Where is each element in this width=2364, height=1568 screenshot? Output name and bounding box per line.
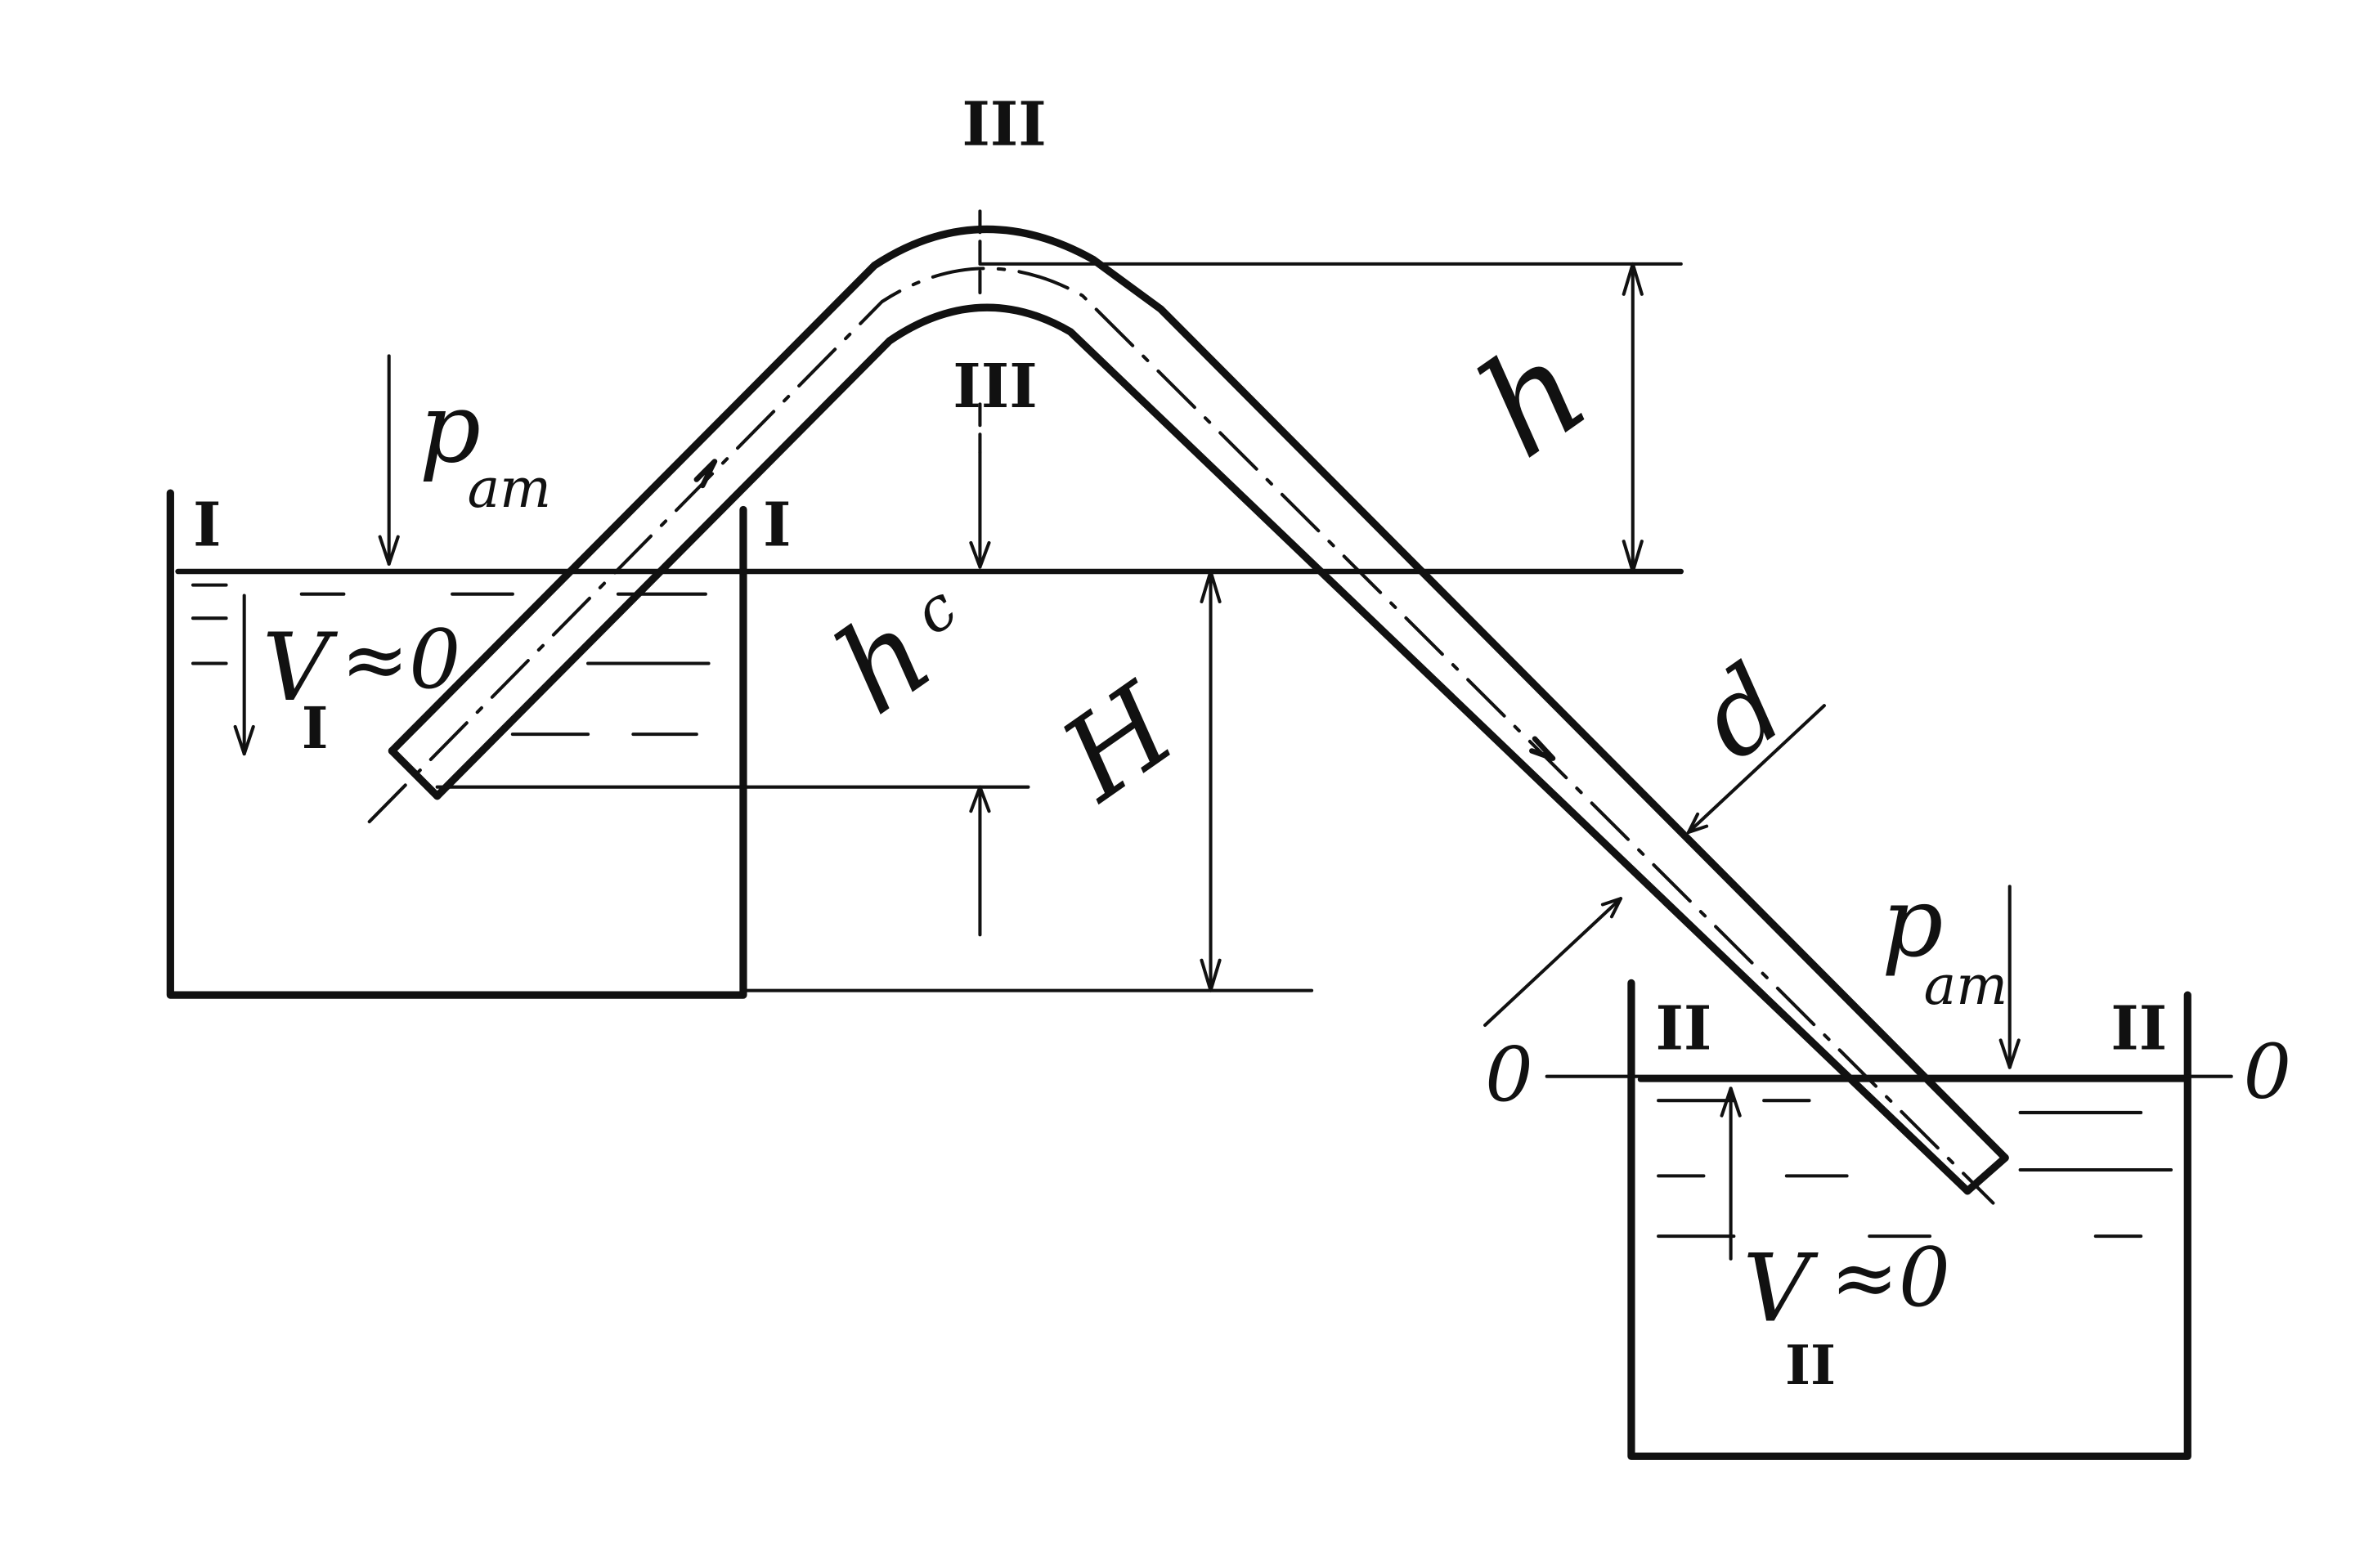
dimension-H bbox=[741, 570, 1314, 992]
siphon-pipe bbox=[367, 225, 2009, 1205]
label-section-3-top: III bbox=[962, 89, 1047, 159]
left-tank-walls bbox=[166, 489, 747, 999]
dimension-h bbox=[978, 262, 1683, 574]
flow-arrow-down bbox=[1529, 736, 1556, 761]
flow-arrow-up bbox=[693, 459, 718, 489]
v1-arrow bbox=[233, 594, 255, 756]
right-reservoir bbox=[1545, 979, 2233, 1460]
label-v2-approx: ≈0 bbox=[1830, 1231, 1950, 1325]
section-3-axis bbox=[969, 209, 991, 937]
pipe-outer-wall bbox=[388, 225, 2009, 1162]
right-tank-walls bbox=[1627, 979, 2191, 1460]
label-section-1-right: I bbox=[763, 491, 792, 561]
label-p-atm-left-sub: am bbox=[468, 456, 552, 520]
p-atm-arrow-left bbox=[378, 354, 400, 566]
label-section-2-right: II bbox=[2111, 994, 2167, 1064]
v2-arrow bbox=[1720, 1086, 1742, 1261]
label-head-H: H bbox=[1038, 659, 1200, 828]
pipe-centerline bbox=[367, 267, 1995, 1205]
label-section-2-left: II bbox=[1655, 994, 1711, 1064]
label-datum-right: 0 bbox=[2244, 1028, 2292, 1116]
p-atm-arrow-right bbox=[1998, 885, 2021, 1069]
label-diameter-d: d bbox=[1678, 642, 1807, 785]
pipe-inner-wall bbox=[433, 303, 1971, 1195]
label-v2: V bbox=[1743, 1234, 1819, 1342]
label-p-atm-right: p bbox=[1882, 866, 1944, 979]
dimension-d bbox=[1483, 704, 1826, 1028]
label-section-3-inner: III bbox=[953, 352, 1038, 422]
label-p-atm-left: p bbox=[419, 371, 482, 484]
label-v1-approx: ≈0 bbox=[341, 613, 461, 707]
label-p-atm-right-sub: am bbox=[1924, 953, 2008, 1017]
label-v1-sub: I bbox=[302, 694, 329, 762]
label-section-1-left: I bbox=[193, 491, 222, 561]
label-datum-left: 0 bbox=[1485, 1030, 1533, 1118]
label-height-h: h bbox=[1452, 309, 1614, 488]
pipe-inlet-end bbox=[388, 746, 442, 800]
label-v2-sub: II bbox=[1785, 1333, 1836, 1397]
pipe-outlet-end bbox=[1963, 1154, 2009, 1195]
label-v1: V bbox=[262, 613, 339, 722]
right-water-hatch bbox=[1657, 1099, 2173, 1239]
